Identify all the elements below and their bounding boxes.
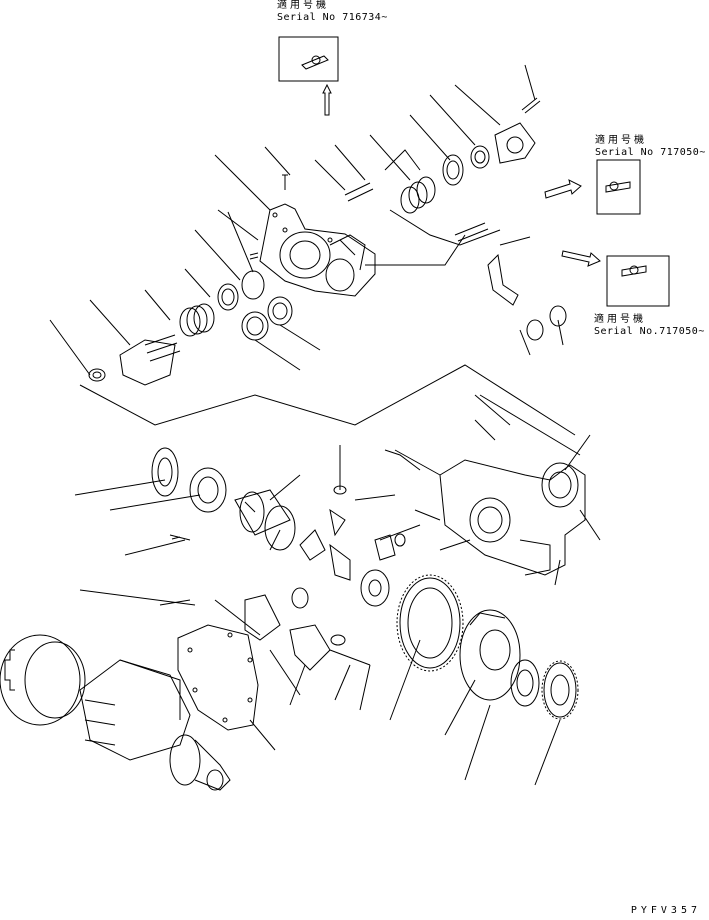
differential-carrier-housing <box>439 459 586 576</box>
side-bearing-and-nut <box>510 659 579 720</box>
applicable-machine-label: 適用号機 <box>277 0 329 11</box>
gasket <box>177 624 259 731</box>
applicable-machine-label: 適用号機 <box>594 314 646 325</box>
axle-housing-assembly <box>0 634 231 791</box>
serial-note-top: 適用号機 Serial No 716734~ <box>277 0 388 24</box>
upper-bearings-and-seals <box>88 97 567 386</box>
serial-number-label: Serial No.717050~ <box>594 326 705 337</box>
differential-parts <box>151 447 406 671</box>
pinion-carrier-housing <box>259 203 376 297</box>
inset-box-right-upper <box>544 159 641 215</box>
ring-gear <box>396 574 464 672</box>
serial-number-label: Serial No 716734~ <box>277 12 388 23</box>
inset-box-right-lower <box>561 250 670 307</box>
drawing-reference-code: PYFV357 <box>630 905 701 916</box>
serial-note-right-lower: 適用号機 Serial No.717050~ <box>594 314 705 338</box>
applicable-machine-label: 適用号機 <box>595 135 647 146</box>
differential-case <box>459 609 521 701</box>
inset-box-top <box>278 36 339 116</box>
serial-number-label: Serial No 717050~ <box>595 147 706 158</box>
leader-lines <box>49 64 601 786</box>
serial-note-right-upper: 適用号機 Serial No 717050~ <box>595 135 706 159</box>
